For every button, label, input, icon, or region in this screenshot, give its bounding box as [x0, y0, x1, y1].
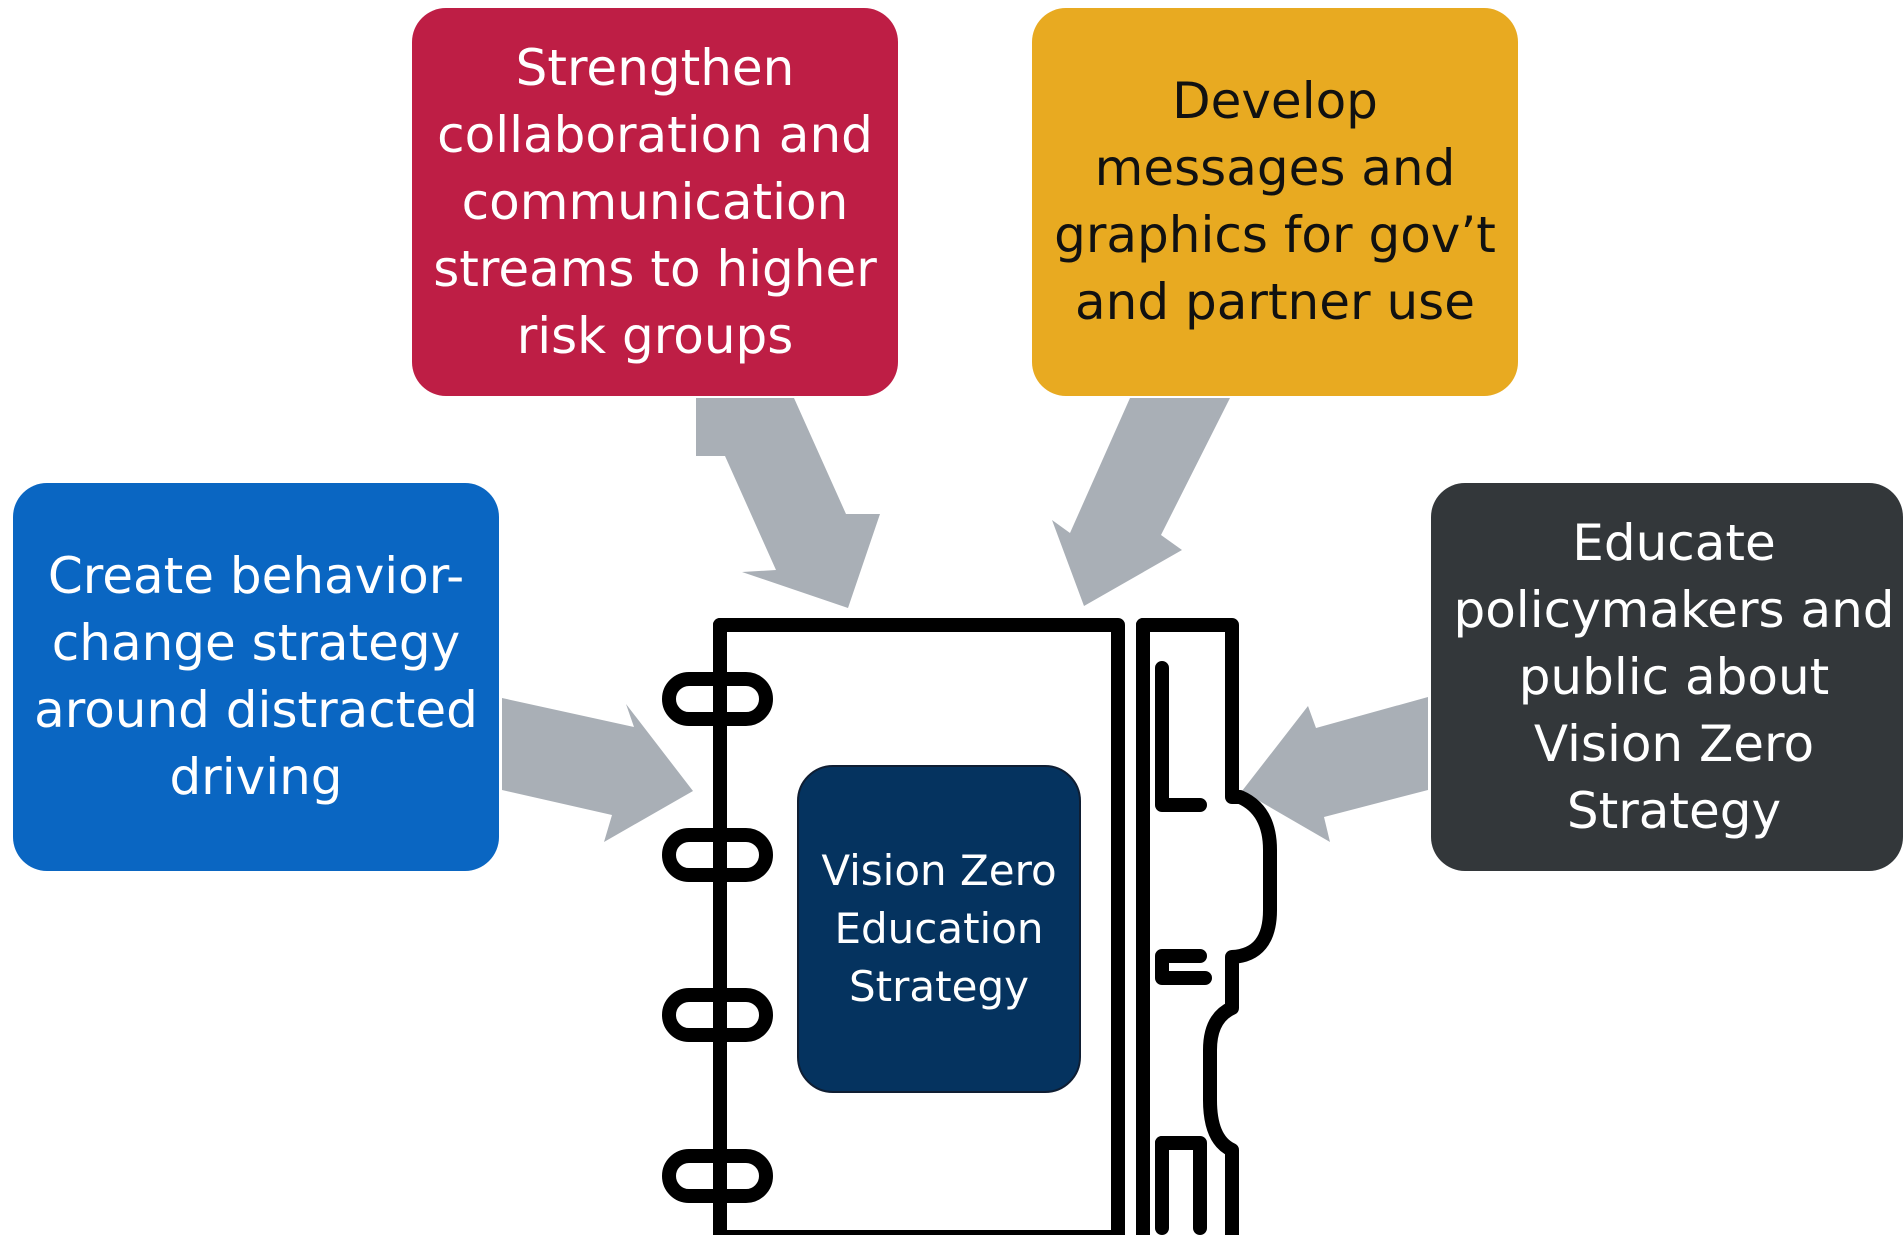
behavior-text: Create behavior-change strategy around d…	[34, 547, 478, 806]
behavior-box: Create behavior-change strategy around d…	[13, 483, 499, 871]
arrow-from-collaboration	[696, 398, 880, 608]
educate-text: Educate policymakers and public about Vi…	[1453, 513, 1895, 840]
messages-text: Develop messages and graphics for gov’t …	[1054, 72, 1496, 331]
collaboration-text: Strengthen collaboration and communicati…	[433, 38, 877, 365]
arrow-from-educate	[1242, 697, 1428, 842]
messages-box: Develop messages and graphics for gov’t …	[1032, 8, 1518, 396]
center-strategy-label: Vision Zero Education Strategy	[797, 765, 1081, 1093]
arrow-from-messages	[1052, 398, 1230, 606]
educate-box: Educate policymakers and public about Vi…	[1431, 483, 1903, 871]
center-text: Vision Zero Education Strategy	[821, 846, 1057, 1011]
collaboration-box: Strengthen collaboration and communicati…	[412, 8, 898, 396]
arrow-from-behavior	[502, 698, 693, 842]
